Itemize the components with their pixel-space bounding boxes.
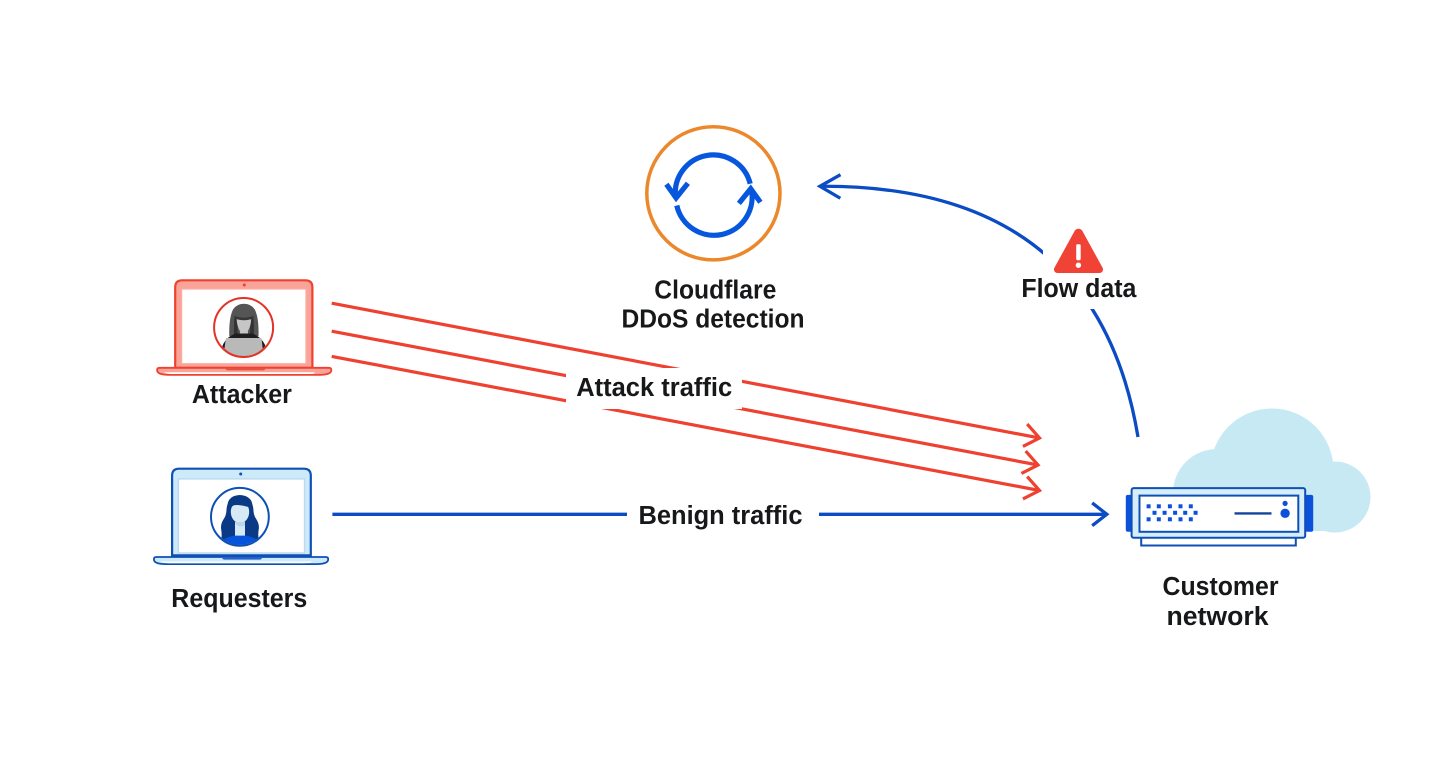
svg-text:Customer: Customer: [1163, 573, 1279, 601]
svg-text:Flow data: Flow data: [1021, 275, 1137, 303]
svg-text:Attack traffic: Attack traffic: [576, 374, 732, 402]
svg-text:network: network: [1167, 603, 1270, 631]
svg-text:Cloudflare: Cloudflare: [654, 276, 776, 304]
svg-text:Benign traffic: Benign traffic: [639, 502, 803, 530]
svg-text:Requesters: Requesters: [171, 585, 307, 613]
svg-text:DDoS detection: DDoS detection: [622, 305, 805, 333]
svg-text:Attacker: Attacker: [192, 381, 292, 409]
